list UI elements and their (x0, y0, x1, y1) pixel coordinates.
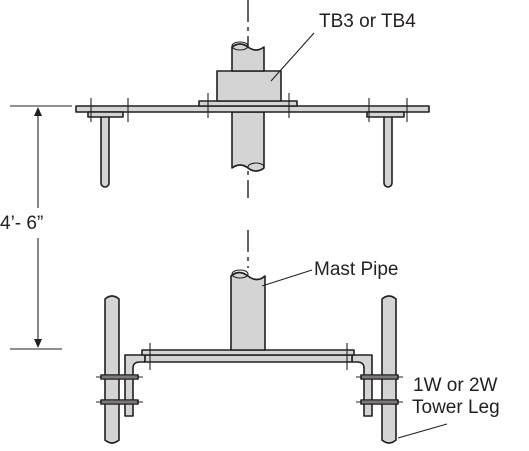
top-right-leg (383, 111, 393, 188)
bottom-plate (144, 354, 353, 363)
top-pipe-cut-top (231, 41, 249, 51)
bottom-left-leg (104, 295, 120, 444)
dimension-arrow-up (34, 107, 42, 116)
bottom-bracket-assembly (96, 269, 403, 444)
top-pipe-cut-bottom (247, 162, 265, 172)
bottom-bolts (96, 343, 403, 403)
top-clamp-block (216, 70, 282, 102)
bottom-clamps (100, 374, 399, 405)
top-left-leg (100, 111, 110, 188)
top-plate (75, 105, 430, 113)
dimension-line (10, 105, 72, 350)
top-bolts (90, 93, 408, 122)
bottom-left-angle (124, 354, 146, 417)
tower-bracket-leader (270, 32, 315, 82)
top-bracket-assembly (75, 41, 430, 188)
top-left-pad (87, 111, 124, 118)
dimension-label: 4’- 6” (0, 213, 43, 234)
tower-leg-label-line2: Tower Leg (412, 397, 500, 418)
bottom-pipe-cut-top (231, 269, 249, 279)
tower-bracket-label: TB3 or TB4 (319, 11, 416, 32)
tower-leg-leader (397, 423, 448, 439)
mast-pipe-label: Mast Pipe (314, 259, 398, 280)
top-mast-pipe-lower (231, 111, 265, 172)
bottom-mast-pipe (230, 271, 266, 351)
bottom-right-angle (351, 354, 373, 417)
top-right-pad (366, 111, 405, 118)
bottom-right-leg (381, 295, 397, 444)
mast-pipe-leader (261, 269, 313, 287)
top-mast-pipe-upper (231, 43, 265, 72)
dimension-arrow-down (34, 339, 42, 348)
tower-leg-label-line1: 1W or 2W (413, 375, 498, 396)
